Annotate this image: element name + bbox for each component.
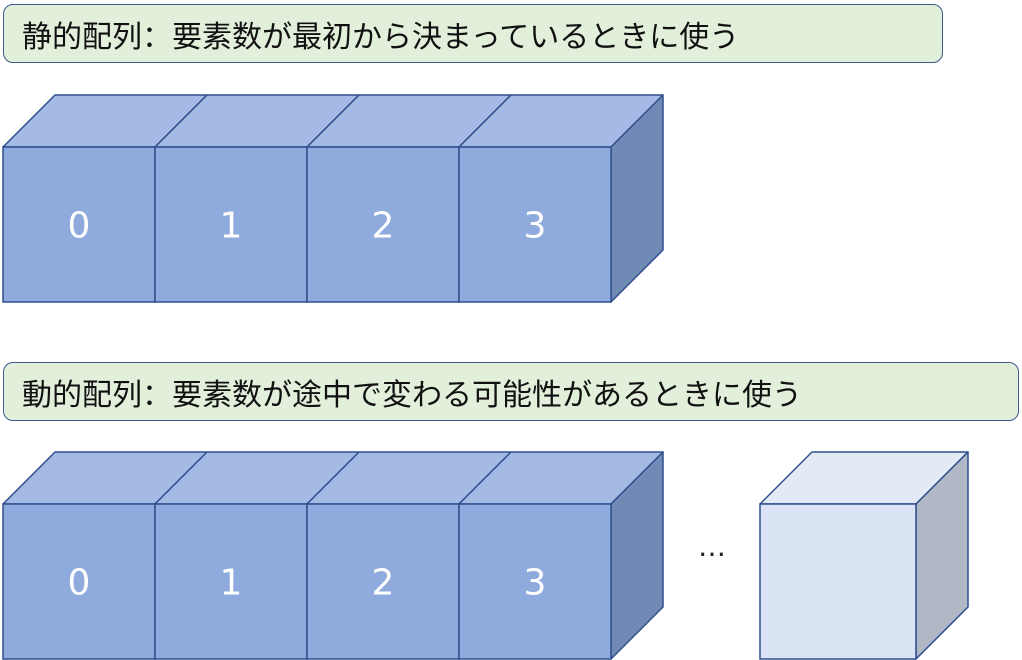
dynamic-array-label-box: 動的配列：要素数が途中で変わる可能性があるときに使う <box>3 362 1019 421</box>
static-cell-label-3: 3 <box>524 206 547 247</box>
dynamic-cell-1 <box>154 503 308 660</box>
dynamic-cell-label-0: 0 <box>68 563 91 604</box>
static-cell-label-2: 2 <box>372 206 395 247</box>
dynamic-cell-label-1: 1 <box>220 563 243 604</box>
static-array-row: 0 1 2 3 <box>2 94 664 303</box>
static-cell-1 <box>154 146 308 303</box>
static-cell-3 <box>458 146 612 303</box>
dynamic-cell-2 <box>306 503 460 660</box>
dynamic-cell-label-3: 3 <box>524 563 547 604</box>
dynamic-cell-0 <box>2 503 156 660</box>
static-cell-label-1: 1 <box>220 206 243 247</box>
dynamic-cell-label-2: 2 <box>372 563 395 604</box>
extra-cube-front <box>759 503 917 660</box>
extra-empty-element-cube <box>759 451 969 660</box>
ellipsis: … <box>698 530 726 563</box>
static-cell-2 <box>306 146 460 303</box>
static-cell-0 <box>2 146 156 303</box>
static-array-label: 静的配列：要素数が最初から決まっているときに使う <box>22 19 740 55</box>
static-array-label-box: 静的配列：要素数が最初から決まっているときに使う <box>3 4 943 63</box>
dynamic-array-label: 動的配列：要素数が途中で変わる可能性があるときに使う <box>22 377 802 413</box>
static-cell-label-0: 0 <box>68 206 91 247</box>
dynamic-cell-3 <box>458 503 612 660</box>
dynamic-array-row: 0 1 2 3 <box>2 451 664 660</box>
